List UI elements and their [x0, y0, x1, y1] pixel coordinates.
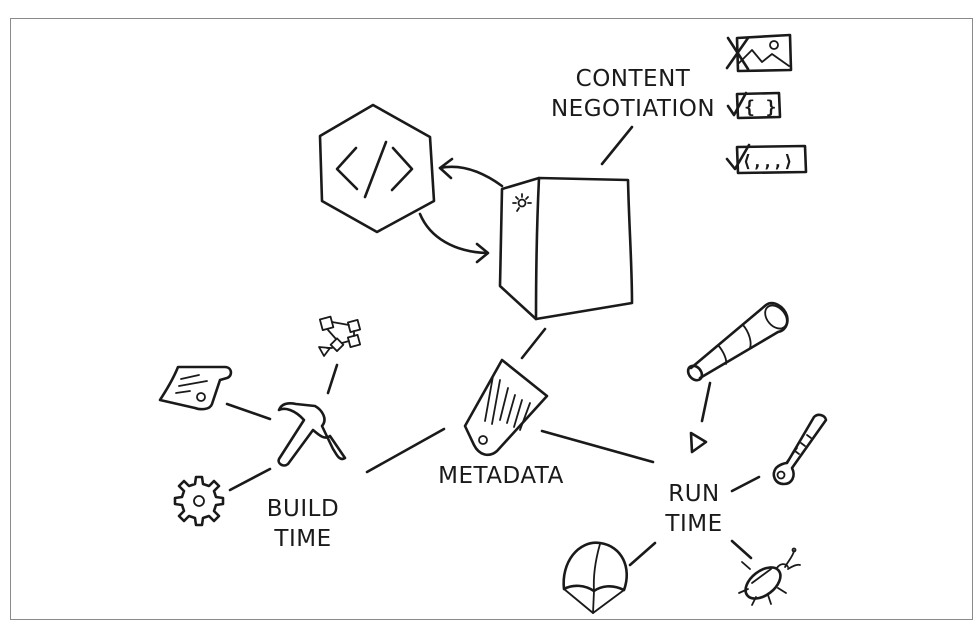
metadata-build-connector: [365, 427, 446, 474]
server-icon: [498, 176, 634, 321]
json-format-icon: { }: [726, 91, 782, 120]
run-time-line-2: TIME: [665, 511, 723, 537]
telescope-connector: [700, 381, 712, 423]
bug-connector: [730, 539, 753, 560]
image-format-icon: [725, 33, 793, 73]
xml-format-icon: ⟨,,,⟩: [725, 143, 808, 175]
build-time-label: BUILD TIME: [258, 494, 348, 554]
thermometer-connector: [730, 475, 761, 493]
metadata-label: METADATA: [438, 463, 564, 489]
flowchart-connector: [326, 363, 339, 395]
telescope-icon: [686, 301, 789, 382]
server-metadata-connector: [520, 327, 547, 360]
build-time-line-2: TIME: [274, 526, 332, 552]
hammer-icon: [277, 402, 347, 467]
metadata-run-connector: [540, 429, 655, 464]
arrow-server-to-code: [438, 157, 504, 188]
content-negotiation-line-2: NEGOTIATION: [550, 96, 716, 122]
run-time-line-1: RUN: [668, 481, 720, 507]
thermometer-icon: [772, 413, 828, 486]
build-time-line-1: BUILD: [266, 496, 340, 522]
run-time-label: RUN TIME: [654, 479, 734, 539]
json-braces: { }: [744, 97, 777, 118]
bug-icon: [738, 547, 801, 606]
code-hexagon-icon: [318, 103, 436, 234]
gear-icon: [173, 475, 225, 527]
arrow-code-to-server: [418, 212, 490, 264]
metadata-tag-icon: [463, 358, 549, 457]
connectors: [225, 125, 761, 567]
parachute-icon: [562, 541, 629, 614]
content-negotiation-connector: [600, 125, 634, 166]
scroll-connector: [225, 402, 272, 421]
xml-brackets: ⟨,,,⟩: [742, 152, 793, 172]
diagram-frame: [10, 18, 973, 620]
content-negotiation-label: CONTENT NEGOTIATION: [548, 64, 718, 124]
parachute-connector: [628, 541, 657, 567]
content-negotiation-line-1: CONTENT: [575, 66, 691, 92]
gear-connector: [228, 467, 272, 492]
flowchart-icon: [318, 315, 362, 357]
scroll-document-icon: [158, 365, 233, 411]
play-icon: [689, 431, 708, 454]
